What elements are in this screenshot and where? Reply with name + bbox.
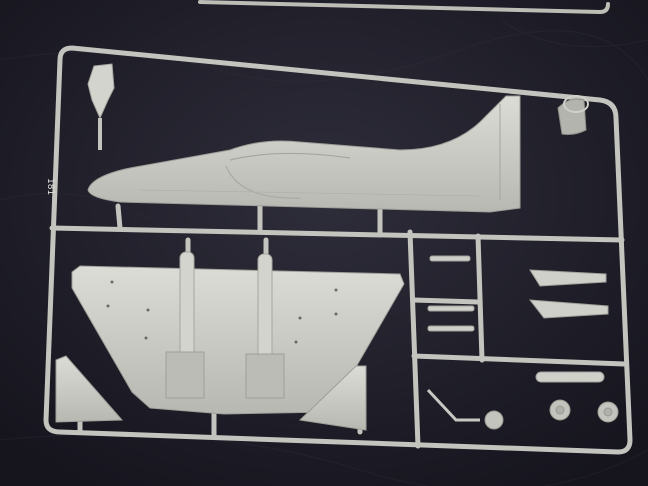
- right-horizontal-stabilizer: [298, 365, 367, 431]
- lower-wing: [71, 251, 405, 415]
- drop-tanks: [528, 269, 609, 383]
- left-horizontal-stabilizer: [55, 355, 124, 423]
- upper-sprue-edge: [198, 0, 610, 15]
- intake-part: [557, 95, 589, 135]
- sprue-number-label: 181: [45, 178, 55, 195]
- wing-pylon-right: [257, 253, 273, 363]
- top-left-detail-part: [87, 63, 115, 150]
- gear-bay-left: [165, 351, 205, 399]
- small-ordnance: [427, 255, 475, 332]
- gear-bay-right: [245, 353, 285, 399]
- fuselage-half: 181: [45, 95, 521, 213]
- wheels: [484, 399, 619, 430]
- sprue-frame: [43, 45, 633, 455]
- wing-pylon-left: [179, 251, 195, 363]
- landing-gear-strut: [426, 388, 480, 422]
